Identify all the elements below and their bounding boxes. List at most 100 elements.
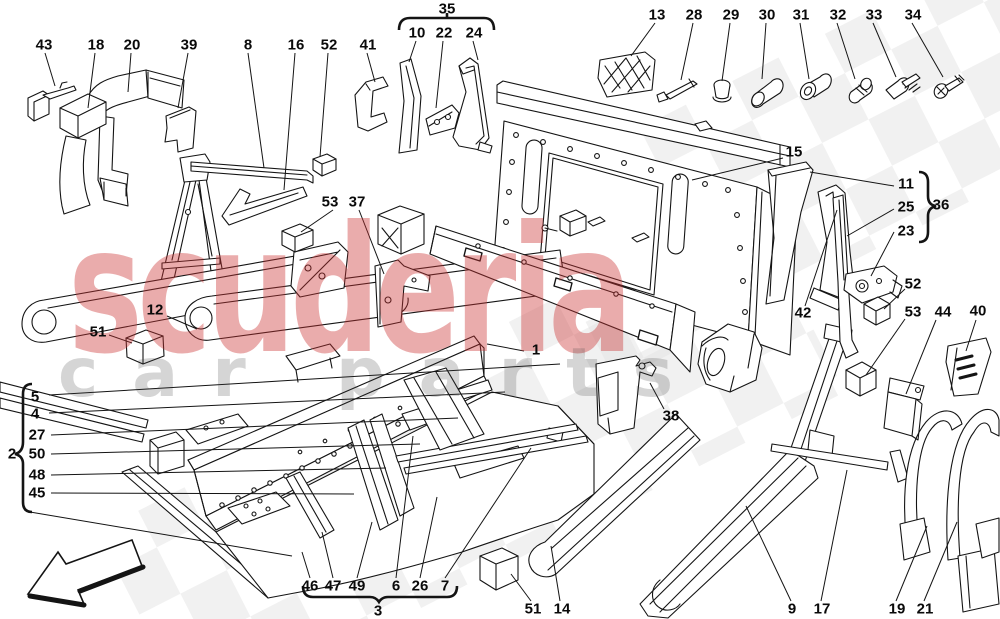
- part-callout-22: 22: [435, 24, 453, 42]
- part-callout-9: 9: [787, 600, 797, 618]
- part-callout-52: 52: [904, 275, 922, 293]
- part-callout-37: 37: [348, 193, 366, 211]
- part-callout-30: 30: [758, 6, 776, 24]
- part-block-53-right: [845, 361, 877, 397]
- part-clip-43: [27, 81, 77, 122]
- part-callout-11: 11: [898, 175, 914, 193]
- part-sleeve-30: [751, 78, 784, 108]
- part-callout-33: 33: [865, 6, 883, 24]
- part-pin-28: [656, 78, 698, 103]
- part-upper-beam-8: [190, 161, 314, 184]
- part-block-51-bottom: [479, 547, 519, 591]
- part-channel-24: [452, 57, 493, 154]
- part-callout-4: 4: [30, 405, 40, 423]
- brace-3: [301, 585, 459, 605]
- part-block-51-left: [125, 329, 165, 365]
- part-block-52-right: [863, 296, 891, 326]
- part-plate-40: [945, 337, 992, 397]
- part-callout-25: 25: [897, 198, 915, 216]
- part-callout-34: 34: [904, 6, 922, 24]
- part-pad-13: [597, 51, 656, 98]
- part-callout-53: 53: [904, 303, 922, 321]
- part-bracket-44: [883, 377, 925, 441]
- part-callout-43: 43: [35, 36, 53, 54]
- part-gusset-22: [425, 104, 460, 136]
- part-duct-18-20: [59, 69, 185, 215]
- part-box-bracket-left: [149, 431, 185, 475]
- part-callout-36: 36: [932, 196, 950, 214]
- part-box-37-upper: [377, 205, 425, 255]
- part-hook-19: [899, 410, 963, 561]
- part-block-52-left: [312, 153, 337, 177]
- part-floor-pan: [121, 343, 595, 599]
- part-callout-17: 17: [813, 600, 831, 618]
- part-callout-39: 39: [180, 36, 198, 54]
- brace-35: [397, 13, 496, 31]
- part-stud-33: [885, 73, 921, 100]
- direction-arrow: [26, 538, 146, 608]
- part-callout-14: 14: [553, 600, 571, 618]
- brace-36: [918, 170, 937, 244]
- part-block-53-left: [281, 223, 314, 253]
- part-rail-stub-lower-left: [0, 381, 149, 443]
- part-callout-2: 2: [7, 445, 17, 463]
- part-callout-10: 10: [408, 24, 426, 42]
- part-bracket-38: [595, 355, 657, 435]
- part-callout-15: 15: [785, 143, 803, 161]
- part-callout-31: 31: [792, 6, 810, 24]
- part-callout-8: 8: [243, 36, 253, 54]
- part-gusset-23: [843, 265, 903, 304]
- part-plate-39: [164, 106, 197, 153]
- part-callout-5: 5: [30, 388, 40, 406]
- part-callout-27: 27: [28, 426, 46, 444]
- part-callout-19: 19: [888, 600, 906, 618]
- brace-2: [14, 382, 33, 514]
- part-top-rail: [496, 80, 791, 168]
- part-callout-51: 51: [89, 323, 107, 341]
- part-callout-23: 23: [897, 222, 915, 240]
- part-callout-21: 21: [916, 600, 934, 618]
- part-tramrail-gusset: [290, 241, 349, 298]
- part-callout-49: 49: [348, 577, 366, 595]
- part-callout-7: 7: [440, 577, 450, 595]
- part-callout-40: 40: [969, 302, 987, 320]
- leader-lines: [29, 22, 977, 602]
- part-callout-51: 51: [524, 600, 542, 618]
- part-callout-28: 28: [685, 6, 703, 24]
- part-callout-48: 48: [28, 466, 46, 484]
- part-bracket-37: [374, 259, 431, 328]
- part-callout-6: 6: [391, 577, 401, 595]
- part-blade-10: [398, 58, 422, 154]
- part-callout-3: 3: [373, 602, 383, 619]
- part-callout-41: 41: [359, 36, 377, 54]
- part-callout-42: 42: [794, 304, 812, 322]
- part-callout-53: 53: [321, 193, 339, 211]
- part-callout-24: 24: [465, 24, 483, 42]
- part-callout-35: 35: [438, 0, 456, 18]
- part-strip-16: [221, 186, 308, 226]
- part-screw-34: [933, 74, 965, 99]
- part-callout-45: 45: [28, 484, 46, 502]
- part-bolt-32: [848, 77, 873, 104]
- part-scoop: [697, 323, 763, 393]
- part-hook-21: [946, 408, 1000, 613]
- part-callout-16: 16: [287, 36, 305, 54]
- part-nut-29: [712, 79, 732, 103]
- part-callout-32: 32: [829, 6, 847, 24]
- part-callout-20: 20: [123, 36, 141, 54]
- part-small-block-center: [559, 209, 587, 237]
- group-braces: [14, 13, 937, 605]
- part-callout-52: 52: [320, 36, 338, 54]
- part-callout-26: 26: [411, 577, 429, 595]
- part-callout-29: 29: [722, 6, 740, 24]
- part-callout-12: 12: [146, 301, 164, 319]
- part-callout-18: 18: [87, 36, 105, 54]
- part-strip-11: [765, 161, 814, 305]
- part-callout-13: 13: [648, 6, 666, 24]
- part-crossmember-rail: [429, 225, 696, 373]
- part-callout-50: 50: [28, 445, 46, 463]
- part-clip-41: [354, 76, 389, 132]
- part-callout-47: 47: [324, 577, 342, 595]
- part-bush-31: [799, 73, 832, 101]
